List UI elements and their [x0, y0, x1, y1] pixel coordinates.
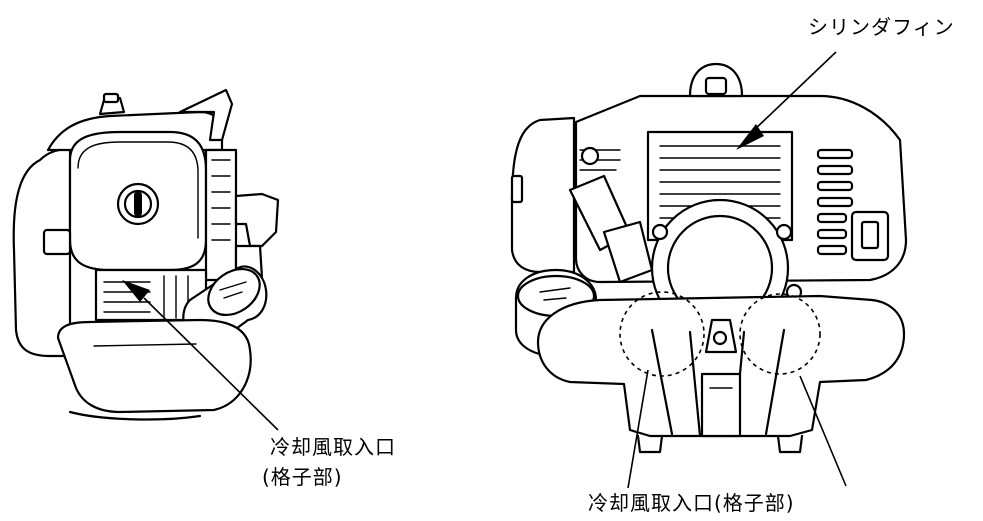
engine-side-view	[12, 88, 280, 421]
engine-front-view	[510, 62, 908, 454]
right-intake-leader	[627, 369, 847, 489]
cylinder-fin-label: シリンダフィン	[808, 15, 955, 39]
left-intake-leader	[122, 280, 279, 431]
air-intake-right-label: 冷却風取入口(格子部)	[588, 491, 795, 515]
cylinder-fin-leader	[736, 51, 837, 150]
air-intake-left-label-line1: 冷却風取入口	[270, 435, 396, 459]
air-intake-left-label-line2: (格子部)	[262, 465, 343, 489]
